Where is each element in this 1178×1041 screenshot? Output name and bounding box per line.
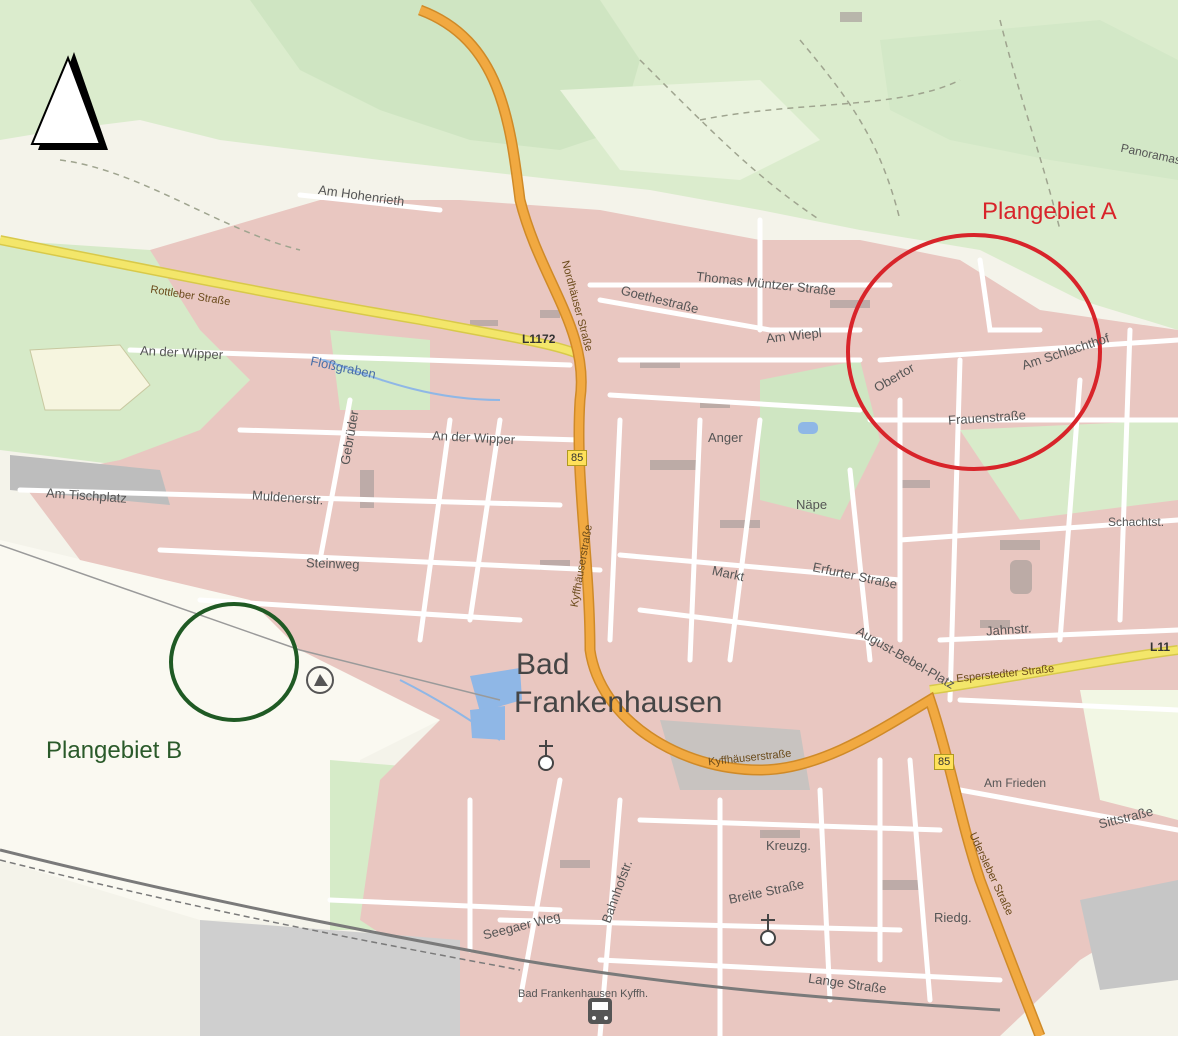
plangebiet-b-circle [169,602,299,722]
street-label-schachtstr: Schachtst. [1108,515,1165,529]
church-icon [760,914,776,946]
pond [470,668,522,712]
street-label-jahnstr: Jahnstr. [985,620,1032,639]
road-number-l11: L11 [1150,640,1171,654]
park-west [330,330,430,410]
road-shield-b85-north: 85 [567,450,588,466]
forest-area-hill [250,0,640,150]
building-blocks [360,12,1040,890]
street-label-naepe: Näpe [796,497,828,512]
small-pond [798,422,818,434]
secondary-road-west [0,236,582,359]
plangebiet-a-label: Plangebiet A [982,198,1117,225]
railway [0,848,1001,1012]
road-shield-b85-south: 85 [934,754,955,770]
secondary-road-east [929,646,1178,694]
north-arrow-icon [30,52,108,150]
church-icon [538,740,554,771]
town-name-line2: Frankenhausen [514,686,723,719]
meadow-area [560,80,820,180]
road-number-l1172: L1172 [522,332,556,346]
sports-field [29,344,151,411]
street-label-steinweg: Steinweg [305,555,360,572]
creek-2 [399,679,501,741]
town-name-line1: Bad [516,648,570,681]
street-label-anger: Anger [708,430,743,445]
plangebiet-a-circle [846,233,1102,471]
meadow-east [1080,690,1178,820]
forest-paths [59,19,1061,251]
railway-siding [0,859,521,971]
campsite-icon [306,666,334,694]
rail-spur [0,544,501,701]
forest-area-north [0,0,1178,330]
rail-yard [200,920,460,1036]
pond-2 [470,706,505,740]
creek [309,354,501,401]
industrial-east [1080,880,1178,990]
forest-area-northeast [880,20,1178,180]
street-label-riedg: Riedg. [934,910,972,925]
minor-streets [17,192,1178,1039]
street-label-kreuzg: Kreuzg. [766,838,811,853]
street-label-am-frieden: Am Frieden [984,776,1047,790]
station-label: Bad Frankenhausen Kyffh. [518,988,649,1000]
bus-stop-icon [588,998,612,1024]
plangebiet-b-label: Plangebiet B [46,737,183,764]
major-road-b85 [418,6,1044,1038]
